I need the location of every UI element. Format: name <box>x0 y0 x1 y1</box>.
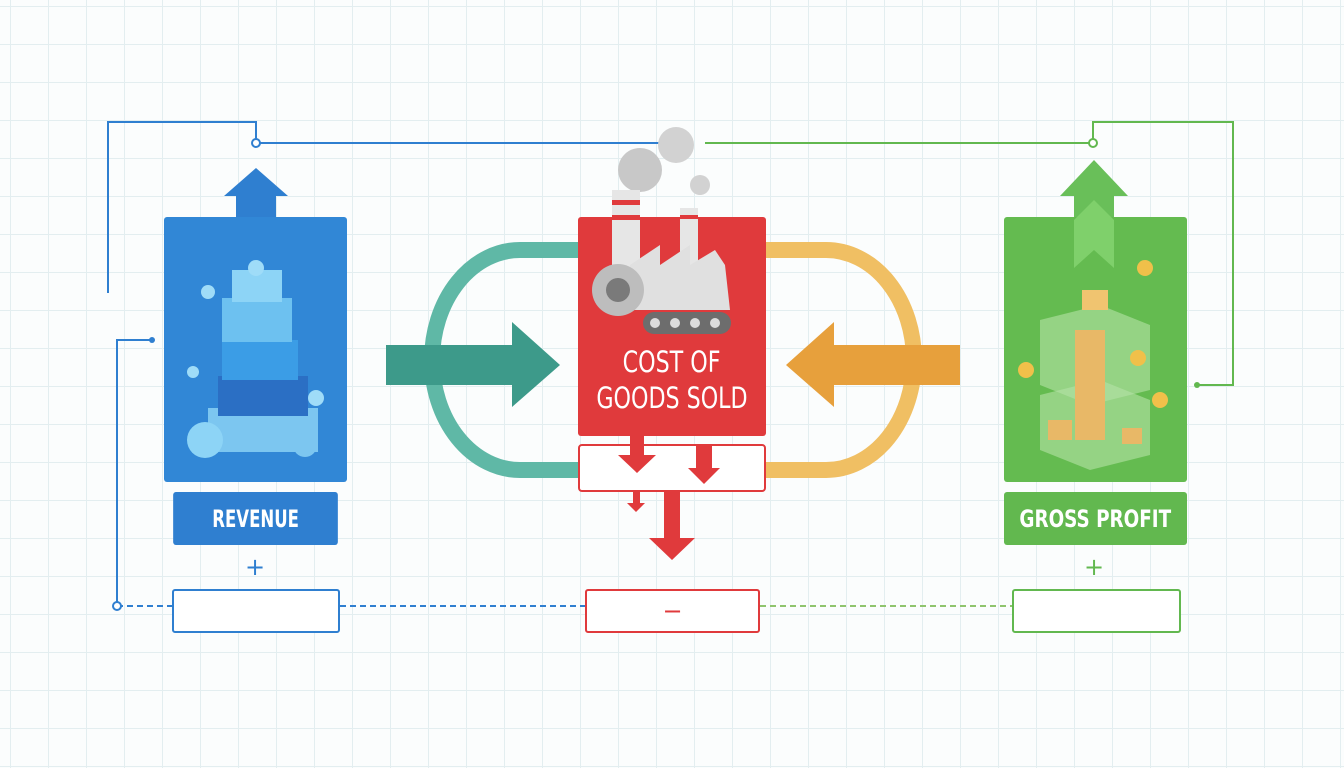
cubes-icon <box>187 260 324 458</box>
revenue-value-box[interactable] <box>172 589 340 633</box>
cogs-label-line2: GOODS SOLD <box>596 381 748 415</box>
factory-icon <box>592 127 731 334</box>
arrow-right-icon <box>386 322 560 407</box>
arrow-left-icon <box>786 322 960 407</box>
revenue-plus-sign: + <box>245 553 266 581</box>
cogs-label: COST OF GOODS SOLD <box>578 340 766 420</box>
cogs-card <box>578 127 766 560</box>
gross-profit-label-text: GROSS PROFIT <box>1019 504 1172 533</box>
revenue-label: REVENUE <box>173 492 338 545</box>
gross-profit-plus-sign: + <box>1084 553 1105 581</box>
cogs-value-box[interactable]: − <box>585 589 760 633</box>
connector-lines <box>107 121 1234 611</box>
arrow-down-icon <box>618 436 720 560</box>
gross-profit-value-box[interactable] <box>1012 589 1181 633</box>
revenue-card <box>164 168 347 482</box>
gross-profit-label: GROSS PROFIT <box>1004 492 1187 545</box>
cogs-label-line1: COST OF <box>623 345 721 379</box>
revenue-label-text: REVENUE <box>212 504 299 533</box>
gross-profit-card <box>1004 160 1187 482</box>
arrow-up-icon <box>224 168 288 218</box>
cogs-minus-sign: − <box>662 597 683 625</box>
money-boxes-icon <box>1018 260 1168 470</box>
